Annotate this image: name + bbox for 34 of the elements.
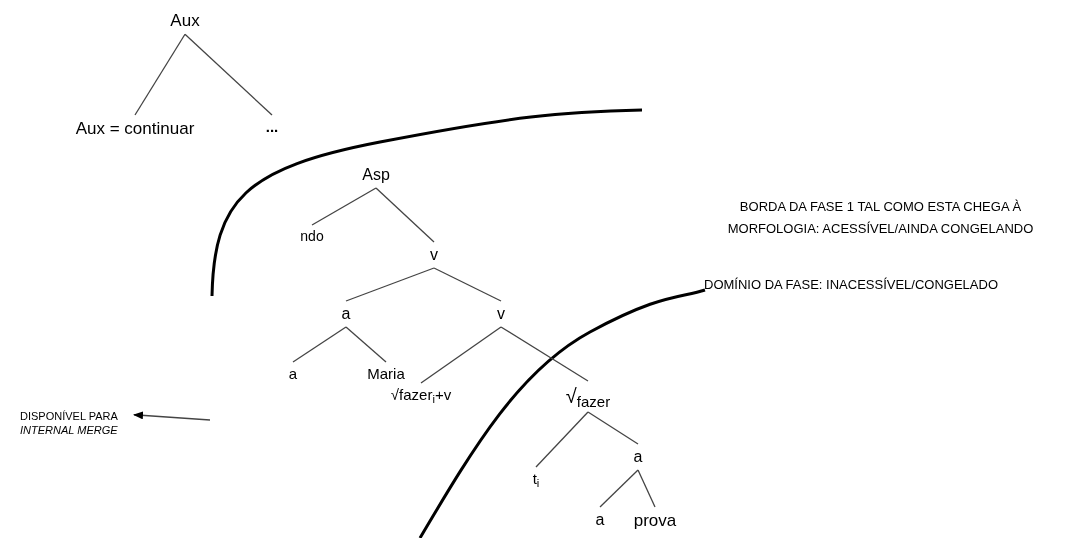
- tree-node-label: t$_{i}$: [532, 470, 540, 489]
- tree-branch: [637, 469, 656, 508]
- tree-node-label: v: [497, 304, 505, 324]
- tree-branch: [345, 326, 387, 363]
- tree-branch: [433, 267, 502, 302]
- tree-branch: [535, 411, 589, 468]
- tree-branch: [599, 469, 639, 508]
- tree-branch: [500, 326, 589, 382]
- tree-node-label: √fazer$_{i}$+v: [390, 386, 452, 405]
- arrow: [133, 411, 211, 421]
- tree-node-label: ...: [265, 118, 279, 137]
- tree-node-label: Aux = continuar: [75, 118, 195, 140]
- tree-branch: [420, 326, 502, 384]
- tree-node-label: Maria: [367, 365, 405, 384]
- tree-node-label: v: [430, 245, 438, 265]
- tree-branch: [587, 411, 639, 445]
- tree-branch: [134, 33, 186, 116]
- tree-node-label: a: [341, 304, 351, 324]
- tree-branch: [311, 187, 377, 226]
- tree-node-label: Aux: [170, 10, 200, 32]
- tree-branch: [292, 326, 347, 363]
- tree-node-label: a: [633, 447, 643, 467]
- tree-node-label: a: [595, 510, 605, 530]
- tree-node-label: ndo: [300, 228, 324, 246]
- tree-node-label: √$_{fazer}$: [565, 384, 611, 409]
- annotation-text: DISPONÍVEL PARA INTERNAL MERGE: [20, 410, 119, 438]
- annotation-text: DOMÍNIO DA FASE: INACESSÍVEL/CONGELADO: [704, 276, 1000, 294]
- tree-node-label: prova: [633, 510, 677, 532]
- tree-node-label: Asp: [362, 165, 390, 185]
- tree-node-label: a: [288, 365, 298, 384]
- annotation-text: BORDA DA FASE 1 TAL COMO ESTA CHEGA À MORFOLOGIA: ACESSÍVEL/AINDA CONGELANDO: [726, 198, 1035, 238]
- tree-branch: [345, 267, 435, 302]
- tree-branch: [375, 187, 435, 243]
- tree-branch: [184, 33, 273, 116]
